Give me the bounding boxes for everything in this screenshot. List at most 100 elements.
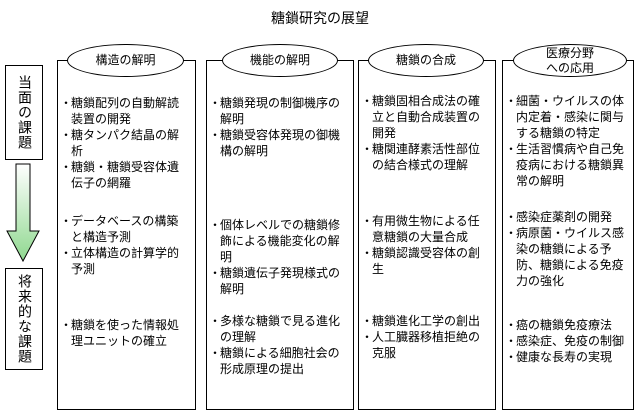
group-mid: ・感染症薬剤の開発・病原菌・ウイルス感染の糖鎖による予防、糖鎖による免疫力の強化: [505, 209, 627, 289]
column-structure: ・糖鎖配列の自動解読装置の開発・糖タンパク結晶の解析・糖鎖・糖鎖受容体遺伝子の網…: [57, 60, 196, 410]
bullet: ・: [60, 246, 73, 260]
bullet: ・: [60, 128, 73, 142]
list-item-text: 糖鎖遺伝子発現様式の解明: [220, 266, 341, 296]
header-line: への応用: [545, 60, 594, 75]
column-synthesis: ・糖鎖固相合成法の確立と自動合成装置の開発・糖関連酵素活性部位の結合様式の理解 …: [358, 60, 496, 410]
bullet: ・: [209, 218, 222, 232]
list-item: ・糖鎖進化工学の創出: [361, 313, 489, 329]
bullet: ・: [505, 210, 518, 224]
list-item-text: 糖鎖配列の自動解読装置の開発: [71, 96, 180, 126]
bullet: ・: [209, 314, 222, 328]
list-item: ・多様な糖鎖で見る進化の理解: [209, 313, 347, 345]
bullet: ・: [209, 346, 222, 360]
group-mid: ・個体レベルでの糖鎖修飾による機能変化の解明・糖鎖遺伝子発現様式の解明: [209, 217, 347, 297]
list-item-text: 糖鎖認識受容体の創生: [372, 246, 481, 276]
list-item: ・病原菌・ウイルス感染の糖鎖による予防、糖鎖による免疫力の強化: [505, 225, 627, 289]
group-current: ・糖鎖発現の制御機序の解明・糖鎖受容体発現の御機構の解明: [209, 95, 347, 159]
list-item: ・データベースの構築と構造予測: [60, 213, 189, 245]
bullet: ・: [60, 214, 73, 228]
list-item-text: 糖鎖進化工学の創出: [372, 314, 481, 328]
group-current: ・糖鎖固相合成法の確立と自動合成装置の開発・糖関連酵素活性部位の結合様式の理解: [361, 93, 489, 173]
header-medical: 医療分野への応用: [513, 44, 627, 77]
column-medical: ・細菌・ウイルスの体内定着・感染に関与する糖鎖の特定・生活習慣病や自己免疫病にお…: [502, 60, 634, 410]
bullet: ・: [60, 318, 73, 332]
header-line: 医療分野: [545, 45, 594, 60]
bullet: ・: [209, 266, 222, 280]
list-item: ・糖鎖・糖鎖受容体遺伝子の網羅: [60, 159, 189, 191]
list-item-text: データベースの構築と構造予測: [71, 214, 179, 244]
header-structure: 構造の解明: [67, 44, 184, 77]
list-item-text: 病原菌・ウイルス感染の糖鎖による予防、糖鎖による免疫力の強化: [516, 226, 625, 288]
list-item: ・糖鎖発現の制御機序の解明: [209, 95, 347, 127]
list-item: ・糖鎖配列の自動解読装置の開発: [60, 95, 189, 127]
list-item-text: 健康な長寿の実現: [516, 350, 613, 364]
current-issues-label: 当面の課題: [5, 65, 43, 160]
list-item-text: 糖関連酵素活性部位の結合様式の理解: [372, 142, 481, 172]
down-arrow-icon: [6, 163, 40, 263]
list-item-text: 糖鎖による細胞社会の形成原理の提出: [220, 346, 340, 376]
list-item: ・糖鎖による細胞社会の形成原理の提出: [209, 345, 347, 377]
list-item: ・感染症、免疫の制御: [505, 333, 627, 349]
bullet: ・: [505, 94, 518, 108]
list-item: ・生活習慣病や自己免疫病における糖鎖異常の解明: [505, 141, 627, 189]
list-item-text: 糖鎖固相合成法の確立と自動合成装置の開発: [372, 94, 481, 140]
bullet: ・: [361, 314, 374, 328]
future-issues-label: 将来的な課題: [5, 268, 43, 370]
bullet: ・: [361, 142, 374, 156]
list-item: ・糖鎖を使った情報処理ユニットの確立: [60, 317, 189, 349]
list-item-text: 感染症、免疫の制御: [516, 334, 625, 348]
header-line: 糖鎖の合成: [395, 53, 456, 67]
list-item-text: 糖タンパク結晶の解析: [71, 128, 180, 158]
group-mid: ・データベースの構築と構造予測・立体構造の計算学的予測: [60, 213, 189, 277]
list-item: ・糖タンパク結晶の解析: [60, 127, 189, 159]
group-current: ・細菌・ウイルスの体内定着・感染に関与する糖鎖の特定・生活習慣病や自己免疫病にお…: [505, 93, 627, 189]
bullet: ・: [505, 142, 518, 156]
list-item-text: 人工臓器移植拒絶の克服: [372, 330, 481, 360]
list-item-text: 細菌・ウイルスの体内定着・感染に関与する糖鎖の特定: [516, 94, 625, 140]
header-line: 構造の解明: [95, 53, 156, 67]
list-item: ・個体レベルでの糖鎖修飾による機能変化の解明: [209, 217, 347, 265]
group-future: ・多様な糖鎖で見る進化の理解・糖鎖による細胞社会の形成原理の提出: [209, 313, 347, 377]
list-item: ・糖関連酵素活性部位の結合様式の理解: [361, 141, 489, 173]
list-item-text: 有用微生物による任意糖鎖の大量合成: [372, 214, 480, 244]
list-item-text: 立体構造の計算学的予測: [71, 246, 180, 276]
diagram-title: 糖鎖研究の展望: [271, 11, 369, 27]
group-mid: ・有用微生物による任意糖鎖の大量合成・糖鎖認識受容体の創生: [361, 213, 489, 277]
bullet: ・: [361, 94, 374, 108]
bullet: ・: [361, 246, 374, 260]
list-item: ・細菌・ウイルスの体内定着・感染に関与する糖鎖の特定: [505, 93, 627, 141]
bullet: ・: [60, 160, 73, 174]
list-item: ・有用微生物による任意糖鎖の大量合成: [361, 213, 489, 245]
header-line: 機能の解明: [249, 53, 310, 67]
bullet: ・: [505, 350, 518, 364]
list-item-text: 癌の糖鎖免疫療法: [516, 318, 613, 332]
list-item: ・立体構造の計算学的予測: [60, 245, 189, 277]
list-item: ・人工臓器移植拒絶の克服: [361, 329, 489, 361]
list-item: ・健康な長寿の実現: [505, 349, 627, 365]
list-item: ・感染症薬剤の開発: [505, 209, 627, 225]
bullet: ・: [505, 226, 518, 240]
bullet: ・: [209, 96, 222, 110]
list-item: ・糖鎖固相合成法の確立と自動合成装置の開発: [361, 93, 489, 141]
bullet: ・: [505, 334, 518, 348]
header-synthesis: 糖鎖の合成: [368, 44, 484, 77]
list-item-text: 糖鎖を使った情報処理ユニットの確立: [71, 318, 180, 348]
bullet: ・: [361, 214, 374, 228]
bullet: ・: [505, 318, 518, 332]
list-item-text: 個体レベルでの糖鎖修飾による機能変化の解明: [220, 218, 341, 264]
group-future: ・糖鎖を使った情報処理ユニットの確立: [60, 317, 189, 349]
list-item-text: 感染症薬剤の開発: [516, 210, 613, 224]
list-item-text: 糖鎖発現の制御機序の解明: [220, 96, 341, 126]
list-item: ・糖鎖遺伝子発現様式の解明: [209, 265, 347, 297]
group-current: ・糖鎖配列の自動解読装置の開発・糖タンパク結晶の解析・糖鎖・糖鎖受容体遺伝子の網…: [60, 95, 189, 191]
list-item-text: 生活習慣病や自己免疫病における糖鎖異常の解明: [516, 142, 625, 188]
list-item-text: 多様な糖鎖で見る進化の理解: [220, 314, 341, 344]
bullet: ・: [60, 96, 73, 110]
group-future: ・癌の糖鎖免疫療法・感染症、免疫の制御・健康な長寿の実現: [505, 317, 627, 365]
list-item-text: 糖鎖受容体発現の御機構の解明: [220, 128, 341, 158]
bullet: ・: [209, 128, 222, 142]
list-item: ・糖鎖認識受容体の創生: [361, 245, 489, 277]
column-function: ・糖鎖発現の制御機序の解明・糖鎖受容体発現の御機構の解明 ・個体レベルでの糖鎖修…: [206, 60, 354, 410]
group-future: ・糖鎖進化工学の創出・人工臓器移植拒絶の克服: [361, 313, 489, 361]
list-item: ・糖鎖受容体発現の御機構の解明: [209, 127, 347, 159]
